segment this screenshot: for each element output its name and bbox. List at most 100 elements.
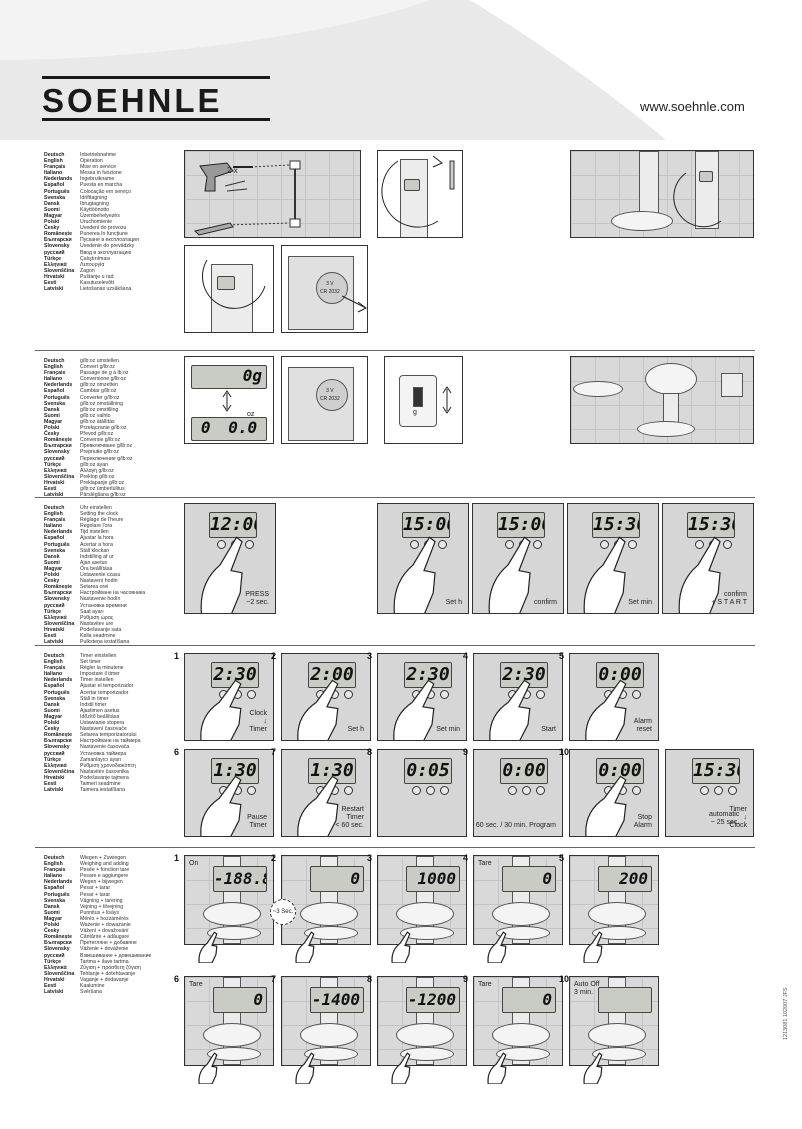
button-h[interactable]	[508, 786, 517, 795]
bowl	[300, 902, 358, 926]
language-caption: Převod g/lb:oz	[80, 431, 114, 438]
language-name: Česky	[44, 726, 60, 733]
insert-arrow	[341, 295, 367, 313]
button-m[interactable]	[245, 540, 254, 549]
button-m[interactable]	[247, 786, 256, 795]
button-h[interactable]	[700, 786, 709, 795]
button-m[interactable]	[247, 690, 256, 699]
button-s[interactable]	[426, 786, 435, 795]
language-caption: g/lb:oz umstellen	[80, 358, 119, 364]
hand-icon	[198, 1052, 218, 1084]
hand-press	[577, 919, 617, 963]
units-lcd-panel: 0g oz 0 0.0	[184, 356, 274, 444]
lcd-digits: 2:00	[310, 664, 354, 685]
button-s[interactable]	[714, 786, 723, 795]
website-url[interactable]: www.soehnle.com	[640, 99, 745, 114]
language-name: Magyar	[44, 418, 63, 425]
button-m[interactable]	[723, 540, 732, 549]
scale-base	[400, 1047, 454, 1061]
device-mini-display	[217, 276, 235, 290]
step-number: 10	[559, 974, 570, 984]
language-caption: Uruchomienie	[80, 219, 113, 226]
button-m[interactable]	[533, 540, 542, 549]
lcd-digits: 12:00	[210, 514, 256, 535]
hand-icon	[297, 679, 339, 740]
step-number: 8	[367, 974, 373, 984]
button-m[interactable]	[440, 690, 449, 699]
hand-icon	[393, 679, 435, 740]
button-m[interactable]	[632, 690, 641, 699]
button-h[interactable]	[410, 540, 419, 549]
language-name: Ελληνικά	[44, 964, 67, 971]
bowl	[300, 1023, 358, 1047]
language-caption: Переключение g/lb:oz	[80, 455, 133, 462]
device-body-side	[695, 151, 719, 229]
step-number: 4	[463, 853, 469, 863]
step-number: 6	[174, 974, 180, 984]
language-caption: Colocação em serviço	[80, 188, 132, 195]
button-m[interactable]	[344, 786, 353, 795]
language-name: Français	[44, 370, 66, 377]
button-h[interactable]	[217, 540, 226, 549]
language-name: Български	[44, 590, 72, 597]
button-h[interactable]	[695, 540, 704, 549]
auto-return-caption: automatic ~ 25 sec.	[709, 811, 740, 826]
weigh-step-panel: -1200	[377, 976, 467, 1066]
language-caption: Установка таймера	[80, 750, 127, 757]
lcd-digits: 15:30	[688, 514, 734, 535]
language-caption: Acertar temporizador	[80, 689, 129, 696]
scale-base	[304, 1047, 358, 1061]
language-caption: Indstilling af ur	[80, 553, 114, 560]
button-m[interactable]	[628, 540, 637, 549]
hand-press	[192, 919, 232, 963]
language-name: Polski	[44, 425, 60, 432]
button-m[interactable]	[536, 786, 545, 795]
language-name: Magyar	[44, 713, 63, 720]
timer-lcd: 15:00	[497, 512, 545, 538]
button-m[interactable]	[438, 540, 447, 549]
lcd-grams: 0g	[191, 365, 267, 389]
step-caption: Timer ↓ Clock	[729, 806, 747, 829]
language-caption: Pesée + fonction tare	[80, 867, 130, 874]
button-m[interactable]	[728, 786, 737, 795]
button-m[interactable]	[440, 786, 449, 795]
language-row: Français Pesée + fonction tare	[44, 867, 151, 873]
unit-switch[interactable]	[413, 387, 423, 407]
language-caption: Pesar + tarar	[80, 885, 111, 892]
logo-rule-bottom	[42, 118, 270, 121]
button-m[interactable]	[536, 690, 545, 699]
button-h[interactable]	[600, 540, 609, 549]
language-caption: Preklop g/lb:oz	[80, 473, 115, 480]
language-caption: Uvedení do provozu	[80, 225, 127, 232]
language-name: Français	[44, 867, 66, 874]
language-name: Español	[44, 535, 65, 542]
lcd-digits: 15:00	[403, 514, 449, 535]
button-s[interactable]	[522, 786, 531, 795]
button-m[interactable]	[344, 690, 353, 699]
language-name: Slovensky	[44, 243, 70, 250]
button-h[interactable]	[412, 786, 421, 795]
button-m[interactable]	[632, 786, 641, 795]
button-h[interactable]	[505, 540, 514, 549]
